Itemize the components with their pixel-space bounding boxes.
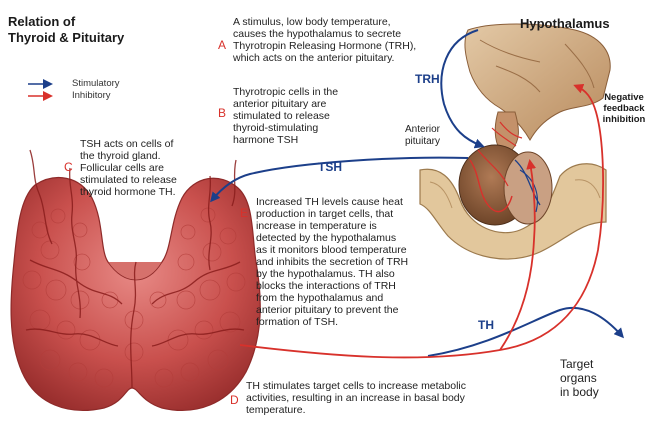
step-e-line: from the hypothalamus and — [256, 292, 384, 304]
step-a-line: Thyrotropin Releasing Hormone (TRH), — [233, 40, 417, 52]
title-line-2: Thyroid & Pituitary — [8, 30, 125, 45]
step-b-line: Thyrotropic cells in the — [233, 86, 339, 98]
step-e-line: anterior pituitary to prevent the — [256, 304, 399, 316]
th-label: TH — [478, 318, 494, 332]
step-c-line: stimulated to release — [80, 174, 177, 186]
target-organs-label: Target organs in body — [560, 357, 599, 399]
step-b-line: thyroid-stimulating — [233, 122, 319, 134]
step-e-line: formation of TSH. — [256, 316, 339, 328]
step-c-text: TSH acts on cells of the thyroid gland. … — [80, 138, 177, 198]
step-e-line: by the hypothalamus. TH also — [256, 268, 395, 280]
diagram-title: Relation of Thyroid & Pituitary — [8, 14, 124, 46]
negative-feedback-line: feedback — [603, 103, 645, 114]
step-e-line: blocks the interactions of TRH — [256, 280, 396, 292]
negative-feedback-label: Negative feedback inhibition — [598, 92, 650, 125]
tsh-label: TSH — [318, 160, 342, 174]
legend-inhibitory-label: Inhibitory — [72, 90, 111, 101]
sella-turcica-bone — [419, 163, 607, 260]
step-e-line: production in target cells, that — [256, 208, 394, 220]
step-e-line: Increased TH levels cause heat — [256, 196, 403, 208]
step-c-line: Follicular cells are — [80, 162, 165, 174]
step-e-text: Increased TH levels cause heat productio… — [256, 196, 408, 328]
step-b-line: stimulated to release — [233, 110, 330, 122]
legend-stimulatory-label: Stimulatory — [72, 78, 120, 89]
title-line-1: Relation of — [8, 14, 76, 29]
step-d-letter: D — [230, 393, 239, 407]
step-c-line: the thyroid gland. — [80, 150, 161, 162]
negative-feedback-line: inhibition — [602, 114, 646, 125]
step-b-text: Thyrotropic cells in the anterior pituit… — [233, 86, 338, 146]
step-b-line: harmone TSH — [233, 134, 299, 146]
step-a-line: causes the hypothalamus to secrete — [233, 28, 402, 40]
step-e-letter: E — [240, 206, 249, 220]
step-e-line: and inhibits the secretion of TRH — [256, 256, 409, 268]
negative-feedback-arrow-hypothalamus — [239, 83, 604, 359]
negative-feedback-arrow-pituitary — [499, 159, 537, 351]
step-b-letter: B — [218, 106, 227, 120]
step-c-letter: C — [64, 160, 73, 174]
thyroid-gland — [10, 149, 261, 411]
trh-label: TRH — [415, 72, 440, 86]
step-d-line: TH stimulates target cells to increase m… — [246, 380, 467, 392]
step-c-line: TSH acts on cells of — [80, 138, 174, 150]
trh-arrow — [440, 29, 485, 149]
step-d-line: temperature. — [246, 404, 306, 416]
step-b-line: anterior pituitary are — [233, 98, 327, 110]
step-e-line: as it monitors blood temperature — [256, 244, 407, 256]
hypothalamus-label: Hypothalamus — [520, 16, 610, 31]
step-d-text: TH stimulates target cells to increase m… — [246, 380, 466, 416]
pituitary-gland — [458, 111, 553, 226]
anterior-pituitary-line: Anterior — [405, 124, 441, 135]
tsh-arrow — [210, 156, 469, 203]
step-e-line: detected by the hypothalamus — [256, 232, 397, 244]
anterior-pituitary-line: pituitary — [405, 136, 441, 147]
th-arrow — [427, 306, 624, 357]
anterior-pituitary-label: Anterior pituitary — [405, 124, 440, 148]
step-a-letter: A — [218, 38, 227, 52]
step-a-line: which acts on the anterior pituitary. — [233, 52, 395, 64]
step-a-text: A stimulus, low body temperature, causes… — [233, 16, 416, 64]
target-organs-line: Target — [560, 357, 594, 371]
step-c-line: thyroid hormone TH. — [80, 186, 176, 198]
hypothalamus-illustration — [464, 23, 611, 142]
step-a-line: A stimulus, low body temperature, — [233, 16, 391, 28]
step-d-line: activities, resulting in an increase in … — [246, 392, 465, 404]
negative-feedback-line: Negative — [604, 92, 644, 103]
target-organs-line: organs — [560, 371, 597, 385]
step-e-line: increase in temperature is — [256, 220, 377, 232]
target-organs-line: in body — [560, 385, 599, 399]
